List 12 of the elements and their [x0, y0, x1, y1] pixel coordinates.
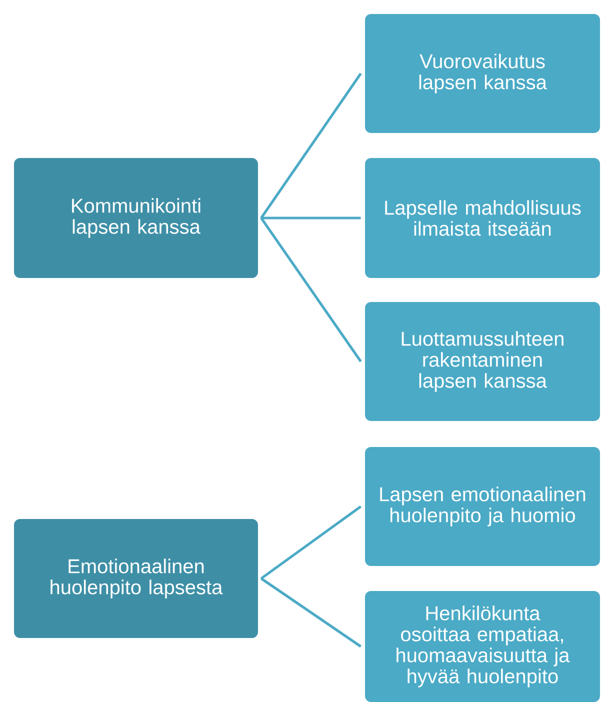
topic-box: Emotionaalinen huolenpito lapsesta [14, 519, 258, 638]
topic-box: Kommunikointi lapsen kanssa [14, 158, 258, 278]
connector-line [261, 216, 361, 220]
connector-line [260, 505, 362, 580]
connector-line [260, 217, 362, 362]
connector-line [260, 577, 362, 648]
subtopic-box: Henkilökunta osoittaa empatiaa, huomaavaisuutta ja hyvää huolenpito [365, 591, 600, 702]
subtopic-box: Lapselle mahdollisuus ilmaista itseään [365, 158, 600, 278]
subtopic-box: Lapsen emotionaalinen huolenpito ja huomio [365, 447, 600, 566]
subtopic-box: Vuorovaikutus lapsen kanssa [365, 14, 600, 133]
subtopic-box: Luottamussuhteen rakentaminen lapsen kanssa [365, 302, 600, 421]
connector-line [260, 72, 362, 219]
